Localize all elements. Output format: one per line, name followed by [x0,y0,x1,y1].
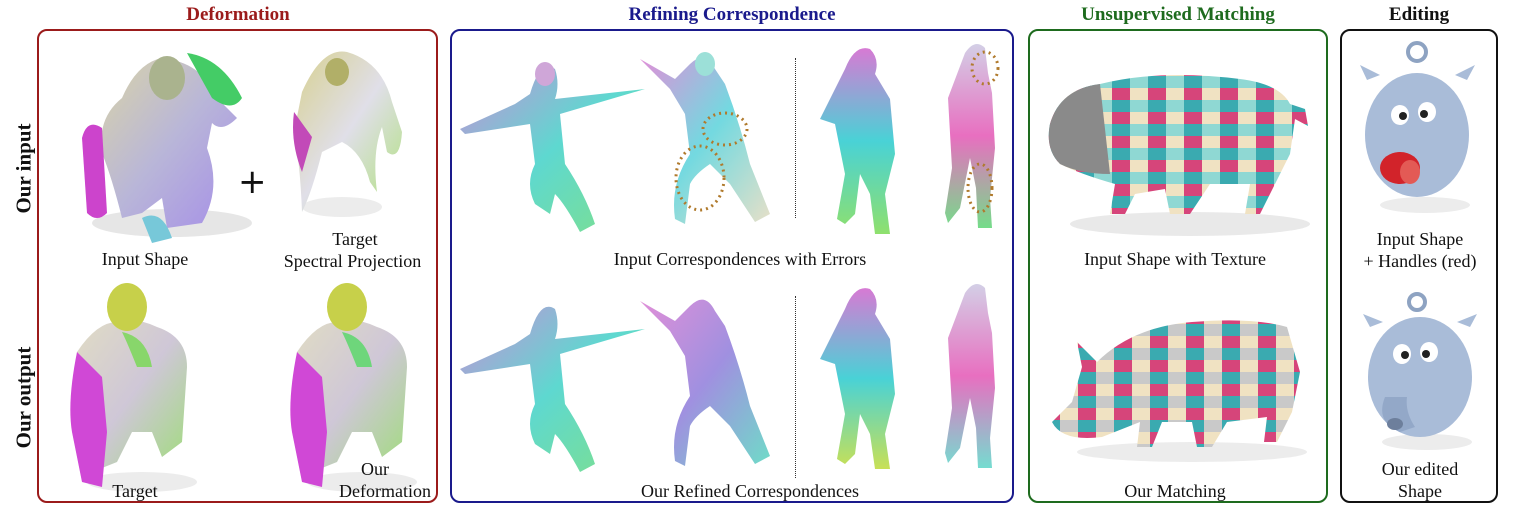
human-refined-4-figure [945,284,995,468]
input-correspondences-caption: Input Correspondences with Errors [613,249,867,269]
input-handles-caption-1: Input Shape [1376,229,1464,249]
deformation-panel [37,29,438,503]
input-handles-caption-2: + Handles (red) [1363,251,1477,271]
shape-with-texture-caption: Input Shape with Texture [1084,249,1266,269]
our-deformation-caption-2: Deformation [339,481,431,501]
human-input-1-figure [460,62,645,233]
editing-panel [1340,29,1498,503]
our-matching-caption: Our Matching [1124,481,1226,501]
human-refined-1-figure [460,306,645,472]
refining-panel [450,29,1014,503]
refining-divider-bottom [795,296,796,478]
human-input-3-figure [820,48,895,234]
deformation-title: Deformation [186,4,290,25]
edited-shape-caption-2: Shape [1398,481,1442,501]
gorilla-input-figure [82,53,252,243]
pig-edited-figure [1363,292,1477,450]
edited-shape-caption-1: Our edited [1381,459,1459,479]
target-projection-caption-1: Target [332,229,378,249]
human-input-2-figure [640,52,770,224]
bull-textured-figure [1048,75,1310,236]
row-label-input: Our input [11,123,36,214]
refining-title: Refining Correspondence [628,4,836,25]
matching-panel [1028,29,1328,503]
human-input-4-figure [945,44,1000,228]
refined-correspondences-caption: Our Refined Correspondences [641,481,859,501]
plus-sign: + [238,162,267,202]
human-refined-3-figure [820,288,895,469]
gorilla-target-projection-figure [293,51,402,217]
pig-input-figure [1360,41,1475,213]
human-refined-2-figure [640,299,770,466]
rhino-matched-figure [1052,320,1307,462]
our-deformation-caption-1: Our [361,459,389,479]
target-projection-caption-2: Spectral Projection [283,251,422,271]
editing-title: Editing [1388,4,1450,25]
refining-divider-top [795,58,796,218]
gorilla-deformation-figure [290,283,417,492]
matching-title: Unsupervised Matching [1081,4,1275,25]
gorilla-target-figure [70,283,197,492]
row-label-output: Our output [11,346,36,449]
target-caption: Target [112,481,158,501]
input-shape-caption: Input Shape [101,249,189,269]
